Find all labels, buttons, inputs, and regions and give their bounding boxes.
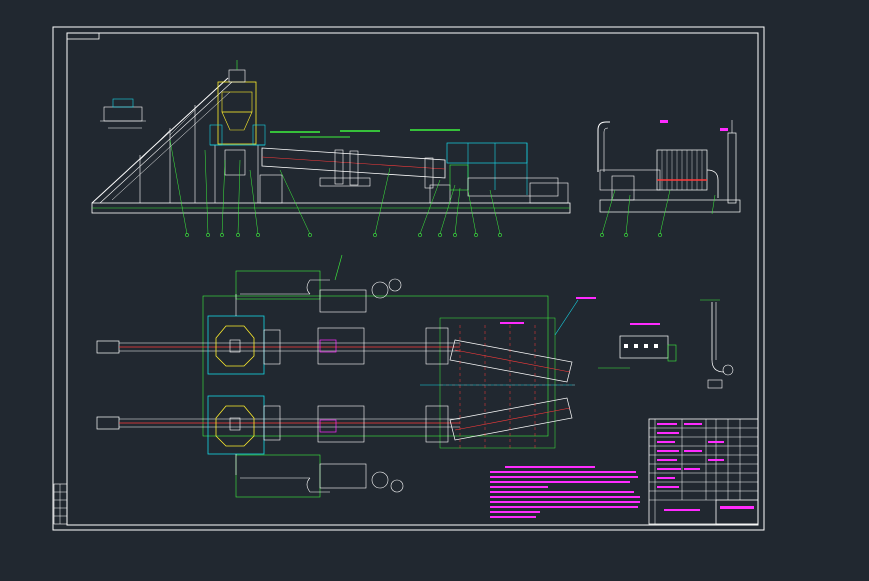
dryer-section	[597, 120, 741, 237]
detail-b	[700, 299, 734, 389]
technical-notes	[490, 466, 640, 518]
revision-block	[53, 483, 68, 525]
corner-tag	[66, 32, 100, 40]
outer-border	[52, 26, 765, 531]
inner-border	[66, 32, 759, 526]
detail-a	[598, 323, 677, 369]
plan-view	[96, 254, 596, 498]
title-block	[648, 418, 759, 525]
side-elevation	[91, 60, 571, 237]
